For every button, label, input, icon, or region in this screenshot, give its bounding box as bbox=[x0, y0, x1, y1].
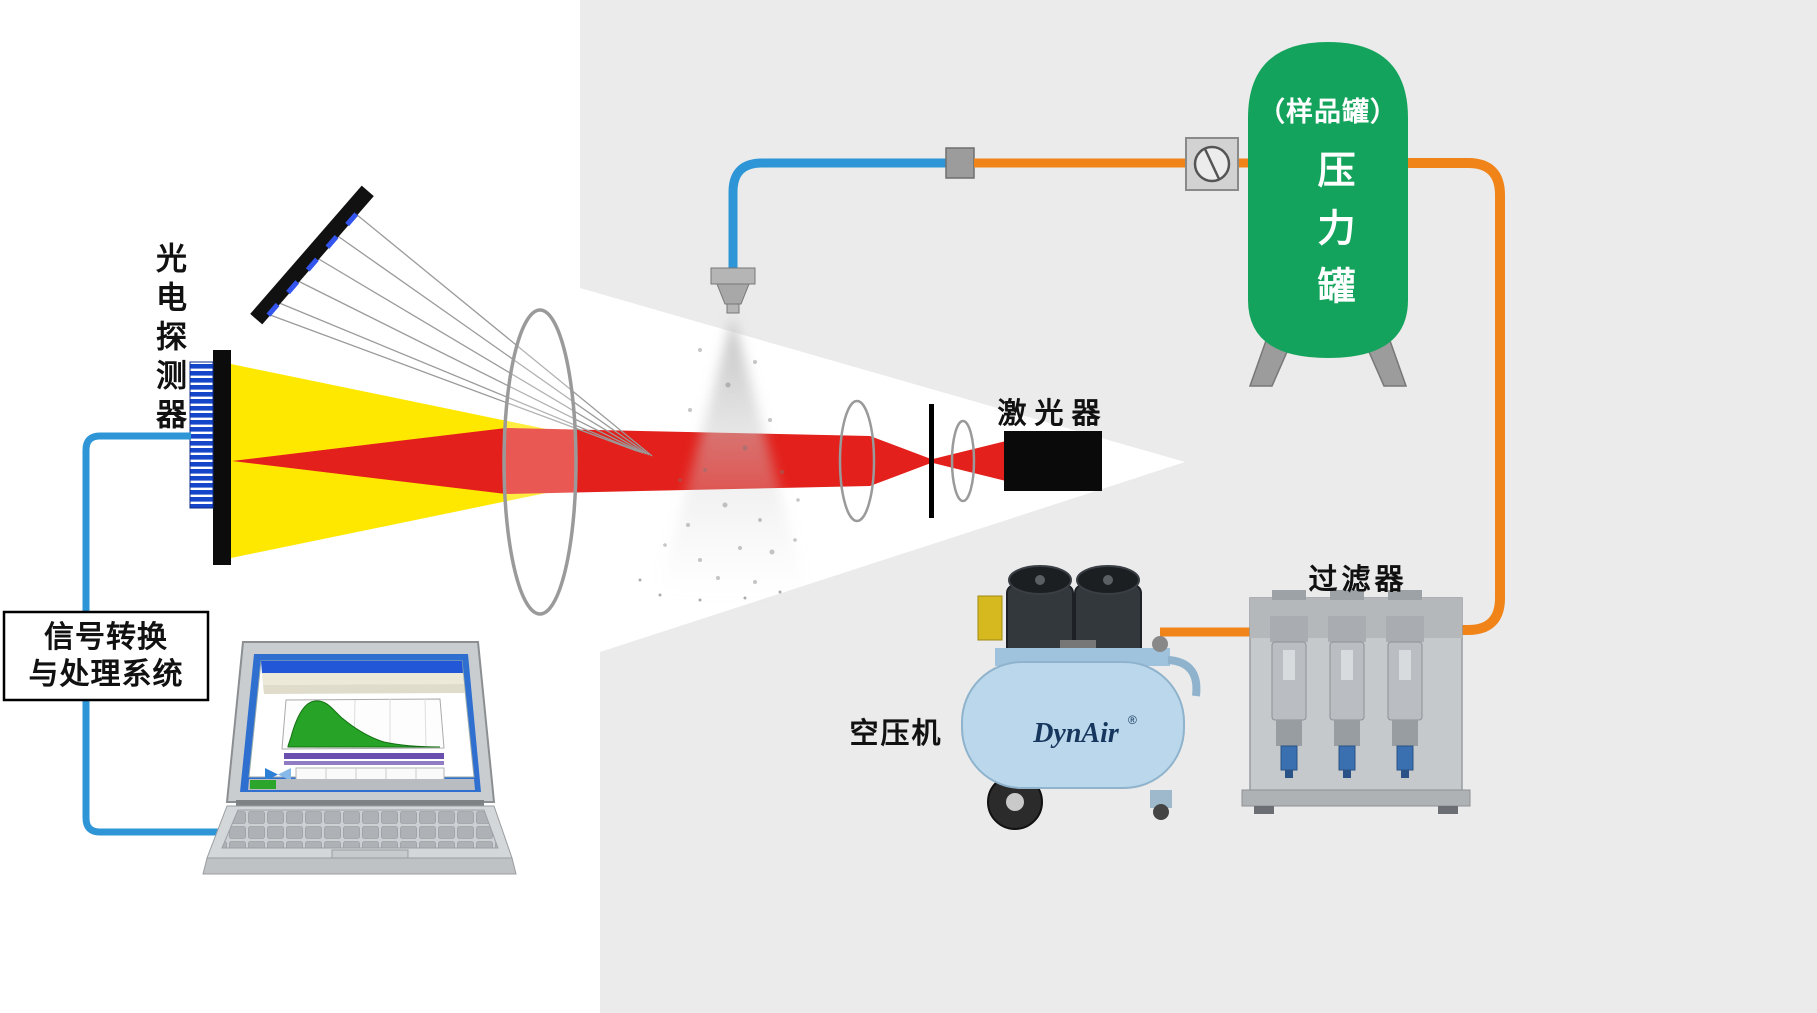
laser-beam-right bbox=[933, 441, 1006, 481]
laptop bbox=[202, 641, 517, 875]
pressure-tank-label: 压力罐 bbox=[1311, 150, 1353, 324]
laptop-touchpad bbox=[331, 849, 409, 859]
compressor-brand-mark: ® bbox=[1128, 713, 1137, 727]
filter-cartridge bbox=[1270, 616, 1308, 778]
spray-mist bbox=[638, 316, 806, 602]
sample-tank-label: （样品罐） bbox=[1258, 97, 1398, 127]
laser-beam-left bbox=[232, 428, 506, 494]
filter-cartridge bbox=[1328, 616, 1366, 778]
window-menu-bar bbox=[262, 673, 464, 685]
photodetector bbox=[189, 350, 231, 565]
signal-box-label-line2: 与处理系统 bbox=[28, 658, 184, 691]
spray-nozzle bbox=[710, 267, 756, 314]
signal-box-label: 信号转换 与处理系统 bbox=[4, 612, 208, 700]
pressure-tank bbox=[1248, 42, 1408, 387]
filter-unit bbox=[1241, 590, 1471, 814]
flow-valve-icon bbox=[1185, 137, 1239, 191]
laptop-front-edge bbox=[202, 857, 517, 875]
filter-label: 过滤器 bbox=[1308, 564, 1408, 596]
compressor-brand-text: DynAir bbox=[1032, 718, 1120, 749]
bowtie-logo-icon bbox=[265, 768, 291, 781]
laptop-keyboard bbox=[221, 809, 499, 849]
orange-pipe-tank-to-filter bbox=[1406, 158, 1505, 635]
compressor-label: 空压机 bbox=[849, 718, 943, 750]
window-toolbar bbox=[263, 684, 465, 694]
photodetector-label: 光电探测器 bbox=[151, 242, 186, 437]
beam-lens bbox=[838, 399, 876, 523]
laptop-hinge bbox=[236, 800, 484, 808]
blue-pipe bbox=[728, 158, 951, 273]
fourier-lens bbox=[502, 308, 578, 616]
distribution-chart bbox=[281, 698, 445, 750]
laser-label: 激光器 bbox=[997, 398, 1109, 430]
collimating-lens bbox=[950, 419, 976, 503]
laser-source bbox=[1004, 431, 1102, 491]
pipe-connector bbox=[945, 147, 975, 179]
signal-box-label-line1: 信号转换 bbox=[44, 620, 168, 654]
background-panel bbox=[580, 0, 1817, 1013]
signal-box bbox=[2, 610, 210, 702]
air-compressor: DynAir ® bbox=[961, 565, 1201, 830]
pinhole-slit bbox=[929, 404, 934, 518]
window-title-bar bbox=[261, 661, 463, 673]
array-detector bbox=[250, 185, 374, 325]
filter-cartridge bbox=[1386, 616, 1424, 778]
screen-taskbar bbox=[248, 779, 475, 790]
